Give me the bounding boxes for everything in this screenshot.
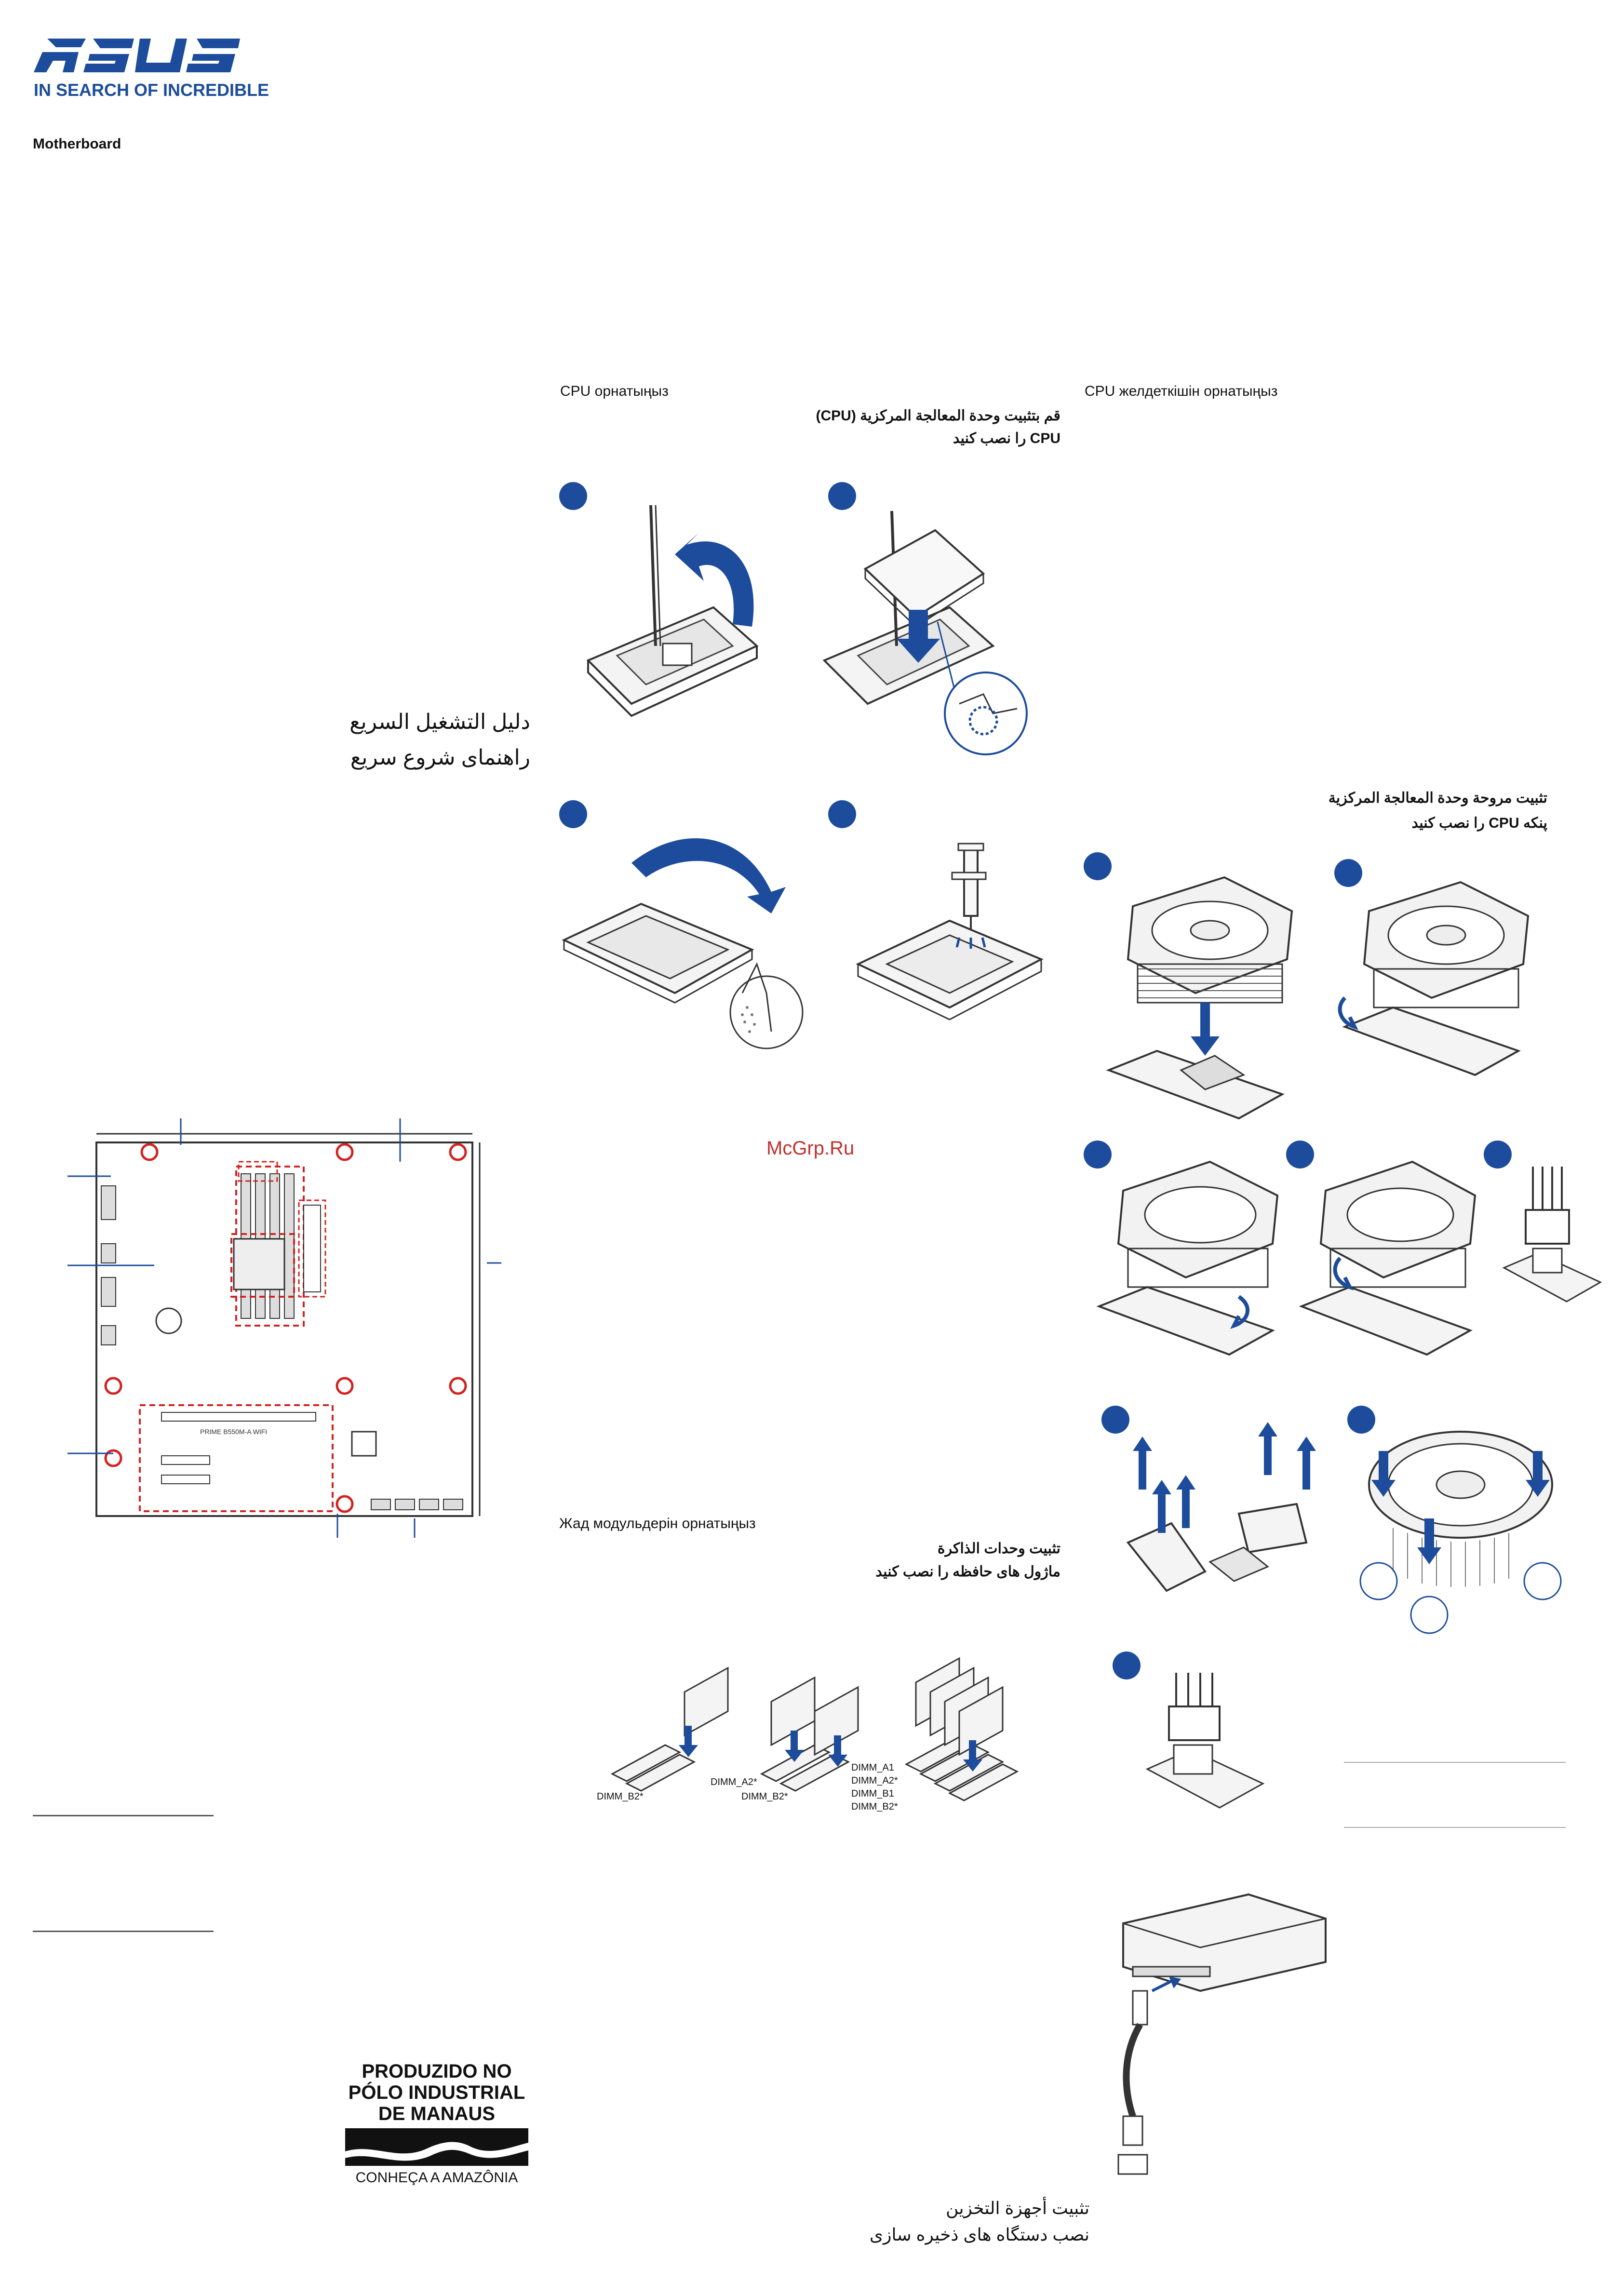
cpu-place-icon xyxy=(822,510,1028,755)
storage-heading-persian: نصب دستگاه های ذخیره سازی xyxy=(869,2225,1089,2244)
step-badge-2 xyxy=(828,482,856,510)
watermark: McGrp.Ru xyxy=(766,1138,855,1159)
socket-lever-icon xyxy=(586,505,759,717)
cooler-install-icon xyxy=(1359,1431,1562,1634)
asus-logo xyxy=(33,34,240,77)
dimm-label-four-2: DIMM_A2* xyxy=(851,1775,898,1786)
cooler-step-badge-5 xyxy=(1484,1141,1512,1168)
dimm-label-four-1: DIMM_A1 xyxy=(851,1762,894,1773)
cooler-step-badge-8 xyxy=(1113,1652,1141,1679)
storage-heading-arabic: تثبيت أجهزة التخزين xyxy=(946,2198,1089,2218)
fan-header-icon-2 xyxy=(1145,1673,1265,1809)
blank-line-left-2 xyxy=(33,1931,214,1932)
cooler-step-badge-6 xyxy=(1101,1406,1129,1434)
cooler-step-badge-1 xyxy=(1084,852,1112,880)
fan-cooler-icon-3 xyxy=(1096,1160,1279,1356)
manaus-line-2: PÓLO INDUSTRIAL xyxy=(348,2082,525,2103)
memory-heading-arabic: تثبيت وحدات الذاكرة xyxy=(937,1541,1060,1557)
title-arabic: دليل التشغيل السريع xyxy=(349,710,530,734)
cooler-heading-arabic: تثبيت مروحة وحدة المعالجة المركزية xyxy=(1328,790,1547,806)
fan-header-icon xyxy=(1502,1167,1602,1302)
dimm-label-four-3: DIMM_B1 xyxy=(851,1788,894,1799)
manaus-badge: PRODUZIDO NO PÓLO INDUSTRIAL DE MANAUS C… xyxy=(345,2061,528,2186)
brand-tagline: IN SEARCH OF INCREDIBLE xyxy=(34,80,269,100)
blank-line-2 xyxy=(1344,1827,1566,1828)
step-badge-3 xyxy=(559,800,587,828)
dimm-label-four-4: DIMM_B2* xyxy=(851,1801,898,1812)
cooler-screws-icon xyxy=(1126,1422,1316,1592)
fan-cooler-icon-4 xyxy=(1299,1160,1476,1356)
product-type: Motherboard xyxy=(33,136,121,152)
cooler-step-badge-7 xyxy=(1347,1406,1375,1434)
cooler-step-badge-3 xyxy=(1084,1141,1112,1168)
fan-cooler-icon-2 xyxy=(1338,881,1530,1076)
manaus-river-icon xyxy=(345,2128,528,2166)
cpu-heading-kazakh: CPU орнатыңыз xyxy=(560,383,669,399)
manaus-footer: CONHEÇA A AMAZÔNIA xyxy=(355,2170,518,2186)
dimm-label-two-2: DIMM_B2* xyxy=(741,1791,788,1802)
fan-cooler-icon xyxy=(1106,876,1293,1120)
manaus-line-3: DE MANAUS xyxy=(378,2103,496,2124)
dimm-label-one-1: DIMM_B2* xyxy=(597,1791,644,1802)
board-model-label: PRIME B550M-A WIFI xyxy=(200,1428,267,1436)
board-components: PRIME B550M-A WIFI xyxy=(67,1118,501,1538)
cpu-heading-arabic: قم بتثبيت وحدة المعالجة المركزية (CPU) xyxy=(816,408,1061,424)
cooler-step-badge-2 xyxy=(1334,859,1362,887)
cooler-step-badge-4 xyxy=(1286,1141,1314,1168)
thermal-paste-icon xyxy=(856,843,1044,1020)
dimm-slot-icon xyxy=(610,1657,1019,1801)
sata-cable-icon xyxy=(1117,1893,1327,2175)
memory-heading-persian: ماژول های حافظه را نصب کنید xyxy=(875,1564,1060,1580)
step-badge-4 xyxy=(828,800,856,828)
cpu-heading-persian: CPU را نصب کنید xyxy=(953,430,1060,446)
dimm-label-two-1: DIMM_A2* xyxy=(711,1777,757,1787)
manaus-line-1: PRODUZIDO NO xyxy=(362,2061,512,2082)
blank-line-1 xyxy=(1344,1762,1566,1763)
load-plate-icon xyxy=(562,838,804,1049)
step-badge-1 xyxy=(559,482,587,510)
memory-heading-kazakh: Жад модульдерін орнатыңыз xyxy=(559,1516,756,1531)
cooler-heading-persian: پنکه CPU را نصب کنید xyxy=(1411,815,1547,831)
cooler-heading-kazakh: CPU желдеткішін орнатыңыз xyxy=(1085,383,1278,399)
title-persian: راهنمای شروع سریع xyxy=(350,746,530,769)
blank-line-left-1 xyxy=(33,1815,214,1816)
